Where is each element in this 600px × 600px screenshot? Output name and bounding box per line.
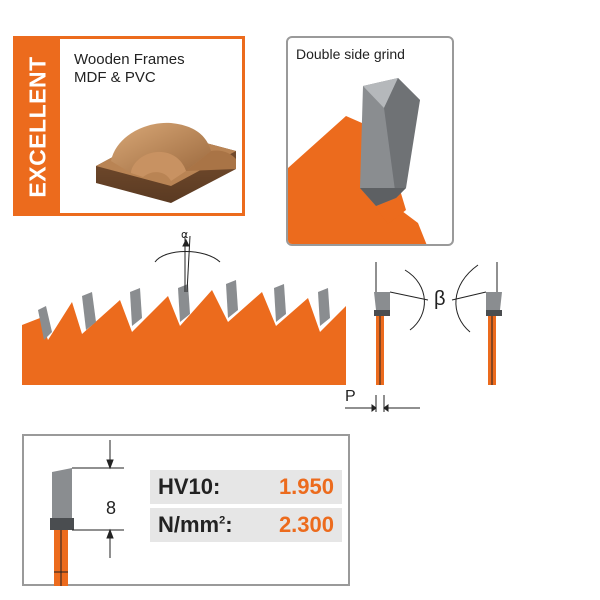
hardness-row-strength: N/mm2: 2.300 — [150, 508, 342, 542]
hardness-value: 1.950 — [278, 474, 334, 499]
pitch-symbol: P — [345, 388, 356, 405]
left-tooth-profile — [374, 292, 390, 385]
grind-type-card: Double side grind — [286, 36, 454, 246]
tooth-height-diagram — [50, 440, 124, 586]
hardness-card: 8 HV10: 1.950 N/mm2: 2.300 — [22, 434, 350, 586]
bevel-angle-symbol: β — [434, 288, 446, 310]
rating-strip: EXCELLENT — [16, 39, 60, 213]
hook-angle-symbol: α — [181, 228, 188, 241]
blade-teeth — [38, 280, 330, 340]
hardness-row-hv10: HV10: 1.950 — [150, 470, 342, 504]
wooden-moulding-image — [96, 122, 236, 203]
pitch-dimension — [345, 395, 420, 412]
double-side-grind-illustration — [288, 78, 427, 244]
hardness-label: HV10: — [158, 474, 221, 499]
material-rating-card: EXCELLENT Wooden Frames MDF & PVC — [13, 36, 245, 216]
grind-title: Double side grind — [296, 46, 405, 62]
strength-value: 2.300 — [278, 512, 334, 537]
hook-angle-indicator — [154, 235, 221, 293]
material-description: Wooden Frames MDF & PVC — [74, 51, 185, 87]
material-line-1: Wooden Frames — [74, 51, 185, 68]
material-line-2: MDF & PVC — [74, 69, 156, 86]
tooth-height-value: 8 — [106, 498, 117, 518]
right-tooth-profile — [486, 292, 502, 385]
strength-label: N/mm2: — [158, 512, 233, 537]
blade-body — [22, 290, 346, 385]
bevel-angle-lines — [375, 262, 498, 333]
